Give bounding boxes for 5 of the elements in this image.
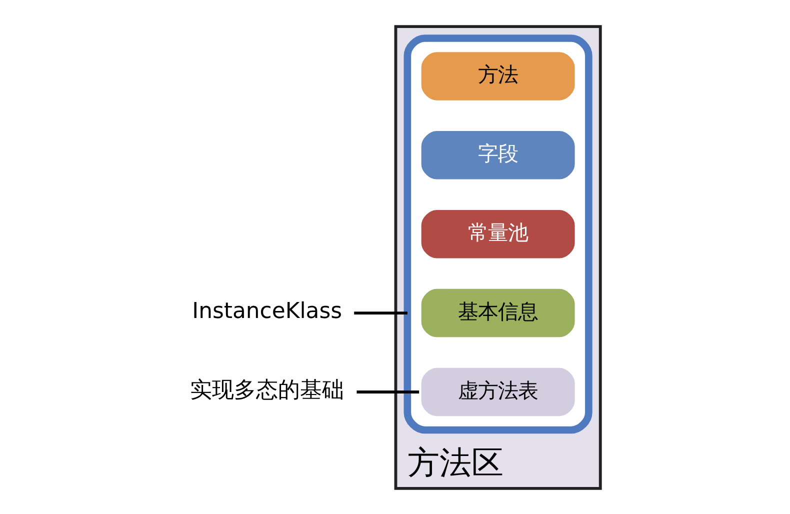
connector [354,311,408,314]
connector [356,390,420,393]
cluster [404,34,592,434]
node-text: 实现多态的基础 [190,378,344,403]
node-text: InstanceKlass [192,298,342,324]
